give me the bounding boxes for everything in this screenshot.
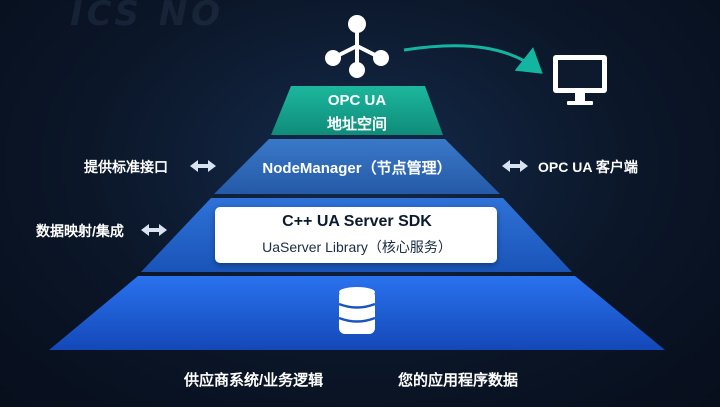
label-standard-interface: 提供标准接口 (84, 159, 168, 175)
double-arrow-icon (502, 160, 528, 172)
double-arrow-icon (190, 160, 216, 172)
top-layer-subtitle: 地址空间 (326, 116, 388, 133)
middle-layer-label: NodeManager（节点管理） (262, 160, 452, 177)
monitor-icon (553, 55, 607, 105)
sdk-subtitle: UaServer Library（核心服务） (262, 239, 452, 255)
label-app-data: 您的应用程序数据 (398, 372, 519, 389)
label-vendor-system: 供应商系统/业务逻辑 (184, 372, 324, 389)
watermark-text: ICS NO (70, 0, 225, 34)
label-data-mapping: 数据映射/集成 (36, 223, 124, 239)
top-layer-title: OPC UA (327, 92, 387, 109)
database-icon (338, 287, 376, 334)
sdk-panel (215, 207, 497, 263)
double-arrow-icon (141, 224, 167, 236)
connector-arrow (403, 44, 543, 74)
sdk-title: C++ UA Server SDK (282, 213, 432, 230)
hierarchy-tree-icon (325, 15, 389, 78)
label-opcua-client: OPC UA 客户端 (538, 159, 638, 175)
layer-top (271, 86, 443, 135)
layer-middle (214, 139, 500, 194)
